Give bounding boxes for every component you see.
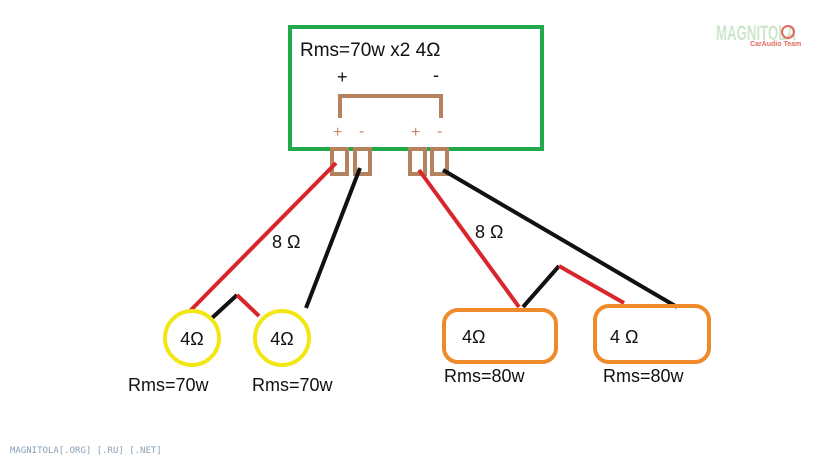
logo-name: MAGNITOLA [716, 22, 796, 45]
speaker-left-1 [163, 309, 221, 367]
speaker-right-2 [593, 304, 711, 364]
terminal-1-minus [353, 147, 372, 176]
right-pair-impedance-label: 8 Ω [475, 222, 503, 242]
logo-tagline: CarAudio Team [750, 41, 801, 48]
logo-power-icon [781, 25, 795, 39]
speaker-right-1 [442, 308, 558, 364]
speaker-left-1-power: Rms=70w [128, 375, 210, 395]
wire-left-jumper-red [235, 293, 261, 318]
wire-left-red [187, 161, 338, 314]
wire-right-jumper-black [521, 264, 561, 309]
terminal-1-minus-label: - [359, 123, 364, 140]
terminal-2-plus [408, 147, 427, 176]
bridge-bracket [338, 94, 443, 118]
speaker-left-2-impedance: 4Ω [270, 329, 293, 349]
terminal-2-minus-label: - [437, 123, 442, 140]
speaker-left-1-impedance: 4Ω [180, 329, 203, 349]
speaker-left-2 [253, 309, 311, 367]
amp-plus-sign: + [337, 67, 348, 87]
speaker-right-2-impedance: 4 Ω [610, 327, 638, 347]
amplifier-spec: Rms=70w x2 4Ω [300, 40, 440, 61]
wire-right-black [441, 168, 679, 309]
watermark: MAGNITOLA[.ORG] [.RU] [.NET] [10, 446, 162, 456]
amp-minus-sign: - [433, 65, 439, 85]
terminal-1-plus-label: + [333, 124, 342, 141]
wire-right-red [417, 168, 521, 309]
terminal-2-minus [430, 147, 449, 176]
terminal-2-plus-label: + [411, 124, 420, 141]
terminal-1-plus [330, 147, 349, 176]
magnitola-logo: MAGNITOLA CarAudio Team [716, 22, 801, 48]
speaker-right-1-power: Rms=80w [444, 366, 526, 386]
wire-right-jumper-red [558, 264, 625, 305]
wire-left-jumper-black [210, 293, 239, 320]
speaker-left-2-power: Rms=70w [252, 375, 334, 395]
left-pair-impedance-label: 8 Ω [272, 232, 300, 252]
speaker-right-1-impedance: 4Ω [462, 327, 485, 347]
speaker-right-2-power: Rms=80w [603, 366, 685, 386]
wire-left-black [304, 167, 362, 309]
